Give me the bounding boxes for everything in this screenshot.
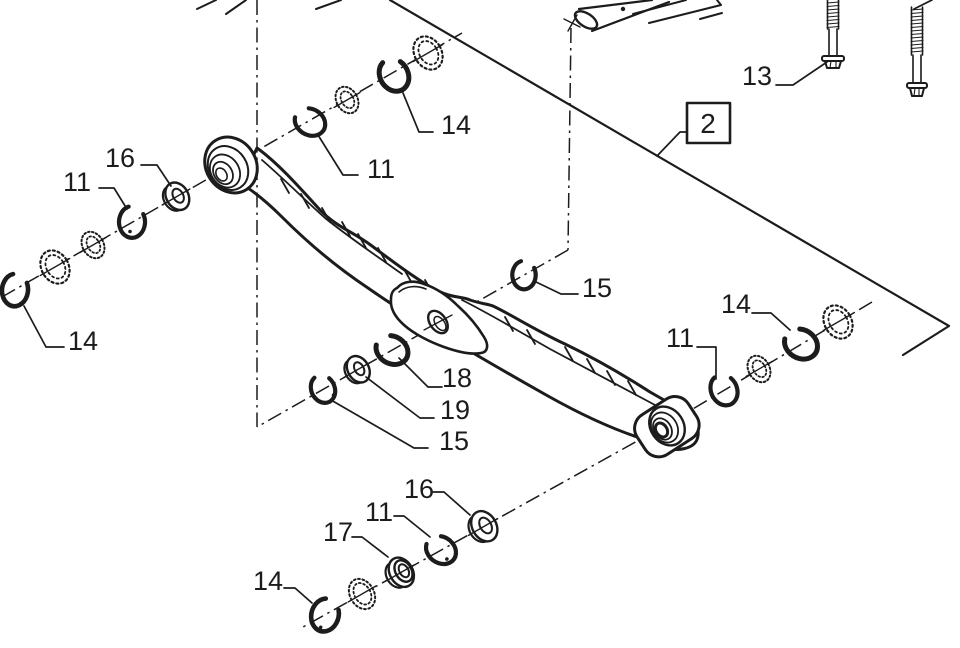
bolt-hex-head xyxy=(909,87,925,97)
snap-ring-14-bottom xyxy=(308,596,343,635)
snap-ring-11-left xyxy=(119,207,145,238)
pin-hole-dot xyxy=(620,6,626,12)
bolt-thread-hatching xyxy=(910,8,924,53)
serrated-washer-right xyxy=(745,354,773,384)
top-axis-parts xyxy=(290,35,444,141)
leader-15-upper xyxy=(533,280,579,295)
snap-ring-eyelet xyxy=(18,301,23,306)
snap-ring-15-lower xyxy=(307,372,340,407)
hole-center-dash xyxy=(423,314,453,331)
leader-13 xyxy=(775,61,828,86)
callout-labels: 16 11 14 11 14 13 15 18 19 15 16 11 17 1… xyxy=(63,61,772,596)
callout-19: 19 xyxy=(440,395,470,425)
left-axis-parts xyxy=(1,181,191,307)
leader-11-top xyxy=(317,134,359,176)
callout-18: 18 xyxy=(442,363,472,393)
snap-ring-15-upper xyxy=(512,261,535,289)
callout-15-upper: 15 xyxy=(582,273,612,303)
swing-arm-crease-left xyxy=(261,159,403,275)
bushing-17 xyxy=(384,556,416,589)
snap-ring-14-top xyxy=(374,54,415,97)
bottom-axis-parts xyxy=(308,509,499,635)
serrated-washer-left-large xyxy=(39,249,71,285)
assembly-reference-label: 2 xyxy=(700,108,716,139)
serrated-washer-left-small xyxy=(79,230,107,260)
callout-11-bottom: 11 xyxy=(365,497,393,527)
callout-17: 17 xyxy=(323,517,353,547)
leader-18 xyxy=(398,357,443,388)
centerlines-under xyxy=(1,27,873,628)
snap-ring-11-top xyxy=(290,103,330,141)
leader-15-lower xyxy=(330,399,429,449)
leader-14-right xyxy=(751,312,791,331)
snap-ring-11-bottom xyxy=(421,531,461,570)
snap-ring-14-right xyxy=(779,323,823,365)
bushing-16-left xyxy=(161,181,191,212)
assembly-reference-box: 2 xyxy=(685,101,732,145)
callout-13: 13 xyxy=(742,61,772,91)
snap-ring-eyelet xyxy=(331,393,336,397)
bolt-13-right xyxy=(906,6,928,97)
leader-14-left xyxy=(23,305,65,348)
leader-14-bottom xyxy=(283,587,313,604)
callout-14-top: 14 xyxy=(441,110,471,140)
assembly-boundary-line xyxy=(388,0,951,357)
serrated-washer-bottom xyxy=(347,577,377,611)
serrated-washer-right-large xyxy=(822,304,854,340)
snap-ring-eyelet xyxy=(445,557,449,561)
callout-16-left: 16 xyxy=(105,143,135,173)
callout-16-bottom: 16 xyxy=(404,474,434,504)
callout-14-bottom: 14 xyxy=(253,566,283,596)
callout-11-left: 11 xyxy=(63,167,91,197)
bushing-19 xyxy=(343,354,371,385)
callout-15-lower: 15 xyxy=(439,426,469,456)
leader-11-bottom xyxy=(393,515,431,538)
leader-14-top xyxy=(402,92,434,133)
snap-ring-11-right xyxy=(706,371,743,410)
bushing-16-bottom xyxy=(467,509,499,544)
snap-ring-14-left xyxy=(1,273,30,307)
reference-box-frame xyxy=(685,101,732,145)
swing-arm xyxy=(203,135,701,459)
leader-16-bottom xyxy=(432,491,471,516)
leader-16-left xyxy=(140,164,172,187)
pivot-pin xyxy=(563,0,723,33)
centerline-right-axis xyxy=(302,301,873,628)
snap-ring-eyelet xyxy=(128,229,132,234)
leader-11-left xyxy=(98,187,128,210)
callout-11-top: 11 xyxy=(367,154,395,184)
leader-17 xyxy=(351,536,389,558)
callout-14-left: 14 xyxy=(68,326,98,356)
cutoff-fragment-lines xyxy=(196,0,933,15)
leader-19 xyxy=(365,376,435,419)
centerline-middle-axis xyxy=(256,249,569,428)
callout-11-right: 11 xyxy=(666,323,694,353)
swing-arm-center-lobe xyxy=(389,280,489,355)
bolt-thread-hatching xyxy=(826,1,840,29)
leader-11-right xyxy=(696,346,717,380)
bolt-13-left xyxy=(821,0,845,69)
center-cross-mark xyxy=(563,14,581,32)
serrated-washer-top-large xyxy=(412,35,444,71)
centerline-vertical-right xyxy=(567,27,572,251)
callout-14-right: 14 xyxy=(721,289,751,319)
serrated-washer-top xyxy=(333,85,361,115)
swing-arm-right-boss xyxy=(633,395,701,459)
right-axis-parts xyxy=(706,304,854,410)
leader-assembly-2 xyxy=(656,131,689,157)
snap-ring-eyelet xyxy=(318,625,323,630)
swing-arm-crease-right xyxy=(461,299,656,406)
leader-lines xyxy=(23,61,828,604)
swing-arm-left-boss xyxy=(203,135,259,195)
centerline-left-axis xyxy=(1,32,463,298)
